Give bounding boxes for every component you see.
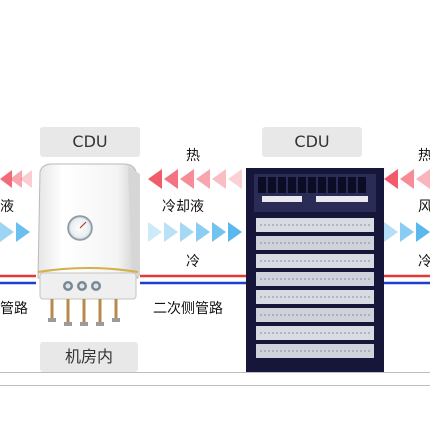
hot-arrows-right xyxy=(384,169,430,189)
hot-arrows-middle xyxy=(148,169,242,189)
server-blades xyxy=(256,218,374,358)
hot-arrows-left xyxy=(0,170,32,188)
room-label: 机房内 xyxy=(40,342,138,372)
secondary-pipes xyxy=(0,274,430,285)
right-wind-label: 风 xyxy=(418,199,430,215)
cdu-right-label: CDU xyxy=(262,127,362,157)
mid-coolant-label: 冷却液 xyxy=(162,199,204,215)
mid-cold-label: 冷 xyxy=(186,254,200,270)
cold-arrows-right xyxy=(384,222,430,242)
cold-arrows-middle xyxy=(148,222,242,242)
left-coolant-label: 液 xyxy=(0,199,14,215)
cdu-left-label: CDU xyxy=(40,127,140,157)
mid-hot-label: 热 xyxy=(186,148,200,164)
right-cold-label: 冷 xyxy=(418,254,430,270)
cdu-unit-left xyxy=(37,163,140,326)
right-hot-label: 热 xyxy=(418,148,430,164)
floor-line-bottom xyxy=(0,385,430,386)
mid-pipe-label: 二次侧管路 xyxy=(153,301,223,317)
left-pipe-label: 管路 xyxy=(0,301,28,317)
floor-line-top xyxy=(0,372,430,373)
cdu-rack-right xyxy=(246,168,384,372)
cold-arrows-left xyxy=(0,222,30,242)
